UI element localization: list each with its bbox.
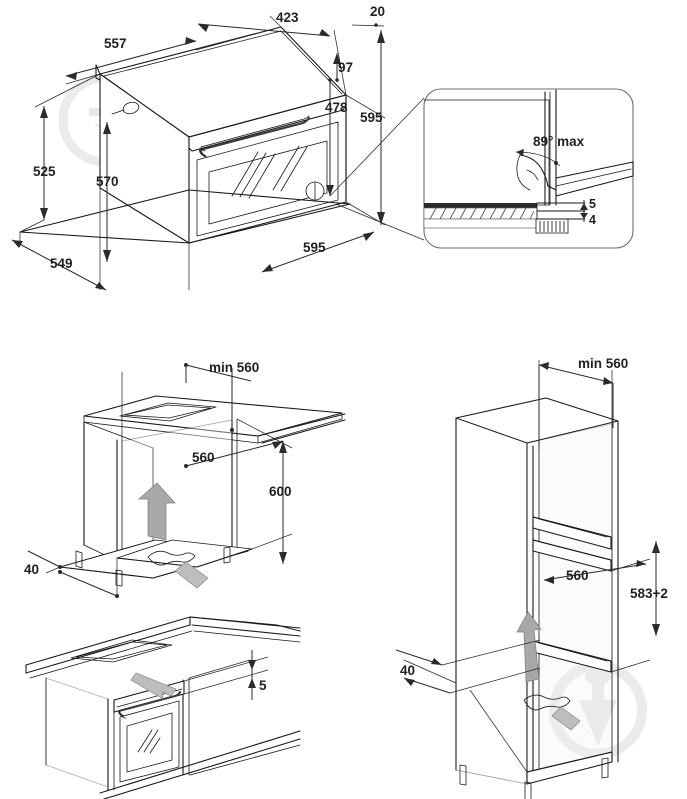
dimension-570: 570	[96, 122, 119, 262]
dimension-min-560-column: min 560	[538, 356, 628, 450]
dimension-600-undercounter: 600	[269, 441, 292, 564]
dim-label-89-max: 89° max	[533, 134, 585, 149]
dimension-97: 97	[333, 53, 353, 82]
dimension-20: 20	[351, 4, 385, 27]
door-hinge-detail-callout: 5 4 89° max	[329, 88, 634, 249]
dimension-560-undercounter: 560	[184, 440, 284, 468]
dimension-5-gap: 5	[248, 650, 267, 700]
airflow-arrow-icon	[138, 482, 176, 541]
dim-label-97: 97	[338, 60, 353, 75]
dimension-595-bottom: 595	[261, 231, 375, 273]
dim-label-20: 20	[370, 4, 385, 19]
dim-label-40-undercounter: 40	[24, 562, 39, 577]
dimension-549: 549	[11, 239, 107, 291]
dimension-5-4-detail: 5 4	[580, 197, 596, 227]
power-cord-icon	[147, 550, 209, 589]
dimension-583-plus-2: 583+2	[630, 541, 668, 636]
dim-label-557: 557	[104, 36, 127, 51]
dimension-min-560-undercounter: min 560	[184, 360, 259, 432]
dim-label-600-undercounter: 600	[269, 484, 292, 499]
dim-label-595-bottom: 595	[303, 240, 326, 255]
dim-label-583-plus-2: 583+2	[630, 586, 668, 601]
dim-label-min-560-column: min 560	[578, 356, 628, 371]
airflow-arrow-icon-column	[516, 611, 542, 683]
dimension-40-column: 40	[395, 639, 541, 694]
dim-label-5-detail: 5	[589, 197, 596, 211]
dim-label-5-gap: 5	[259, 678, 267, 693]
under-counter-side-gap-view: 5	[25, 616, 301, 799]
dim-label-423: 423	[276, 10, 299, 25]
dimension-478: 478	[325, 78, 348, 196]
dim-label-570: 570	[96, 174, 119, 189]
power-cord-icon-column	[523, 694, 581, 731]
dimension-557: 557	[65, 26, 282, 85]
dimension-525: 525	[19, 106, 56, 233]
under-counter-cabinet-view: min 560 560 600 40	[24, 360, 346, 598]
dim-label-4-detail: 4	[589, 213, 596, 227]
dim-label-595-right: 595	[360, 110, 383, 125]
tall-column-cabinet-view: min 560 560 583+2 40	[395, 356, 668, 799]
dim-label-40-column: 40	[400, 663, 415, 678]
oven-isometric-view: 557 423 20 97 478	[11, 4, 386, 291]
dimension-40-undercounter: 40	[24, 550, 119, 598]
dim-label-560-column: 560	[566, 568, 589, 583]
dim-label-478: 478	[325, 100, 348, 115]
dimension-595-right: 595	[360, 30, 385, 225]
dim-label-549: 549	[50, 256, 73, 271]
dimension-560-column: 560	[543, 560, 647, 584]
gap-arrow-icon	[130, 672, 177, 700]
dim-label-525: 525	[33, 164, 56, 179]
dim-label-560-undercounter: 560	[192, 450, 215, 465]
dim-label-min-560-undercounter: min 560	[209, 360, 259, 375]
